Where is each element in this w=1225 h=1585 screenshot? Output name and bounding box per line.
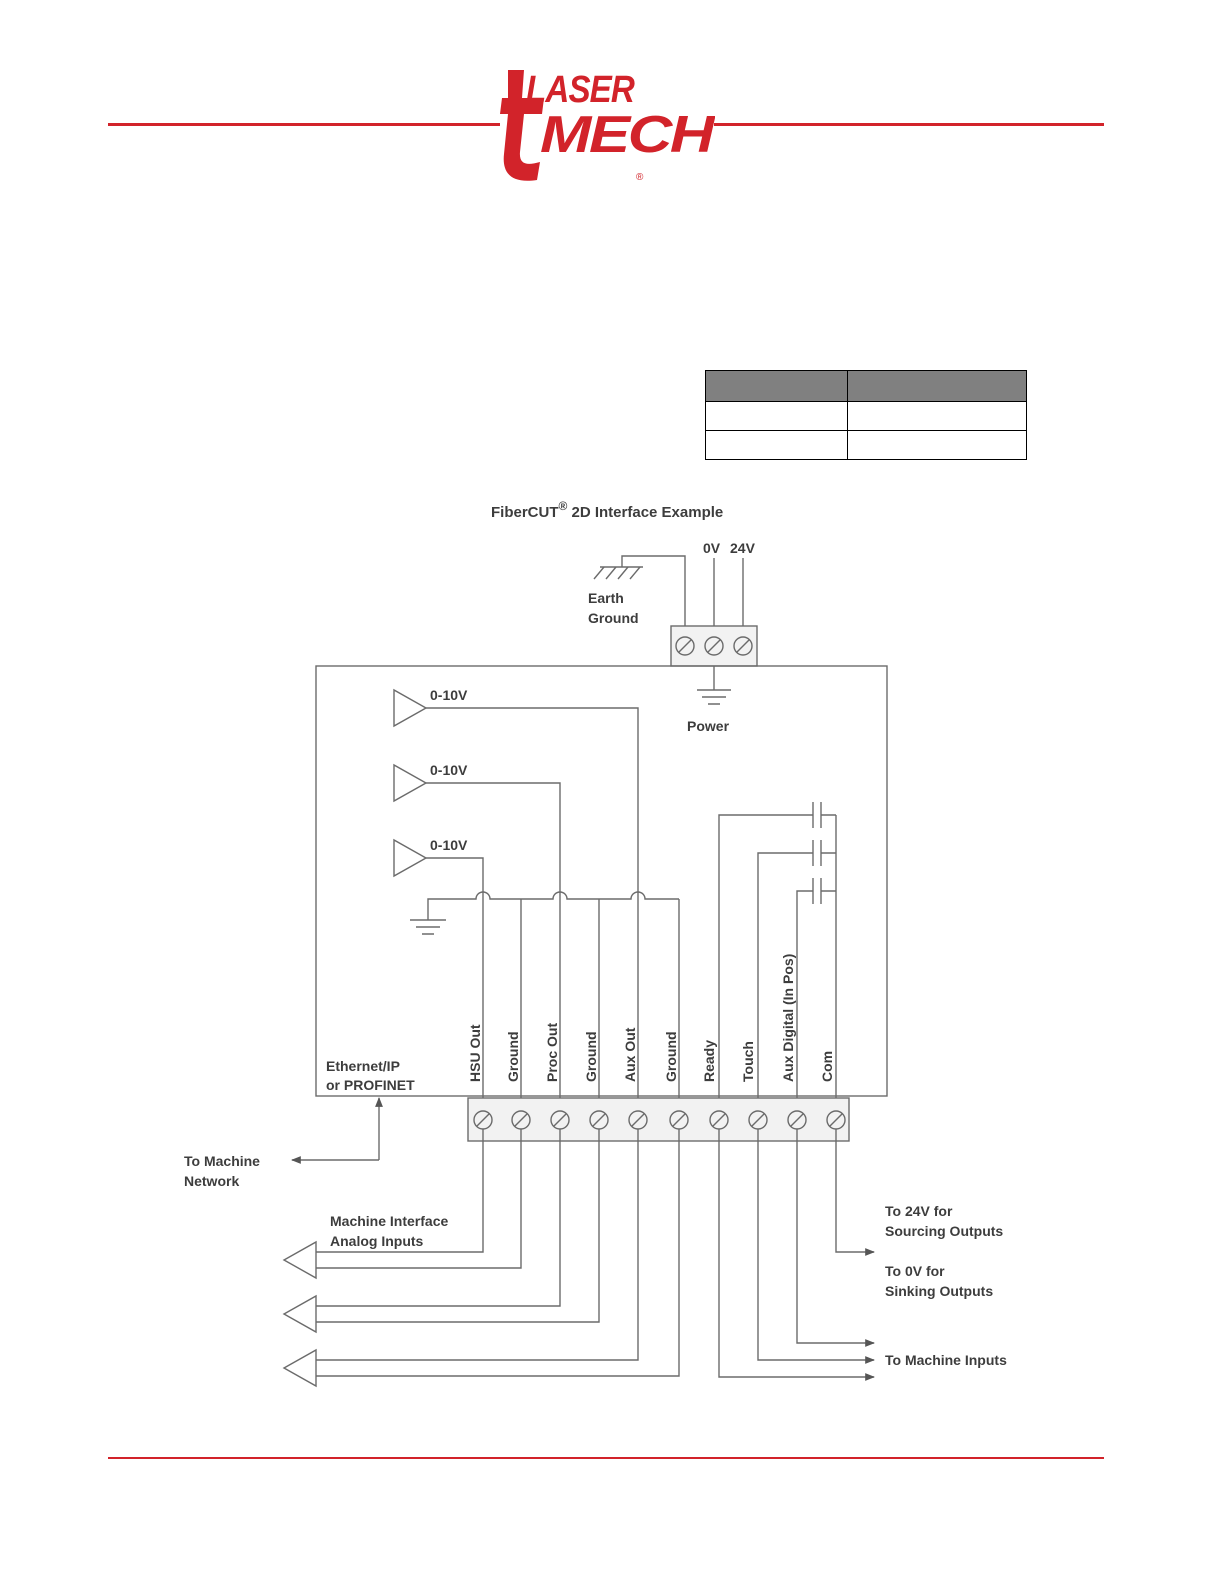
analog-dest-label-1: Machine Interface xyxy=(330,1213,448,1229)
com-dest-4: Sinking Outputs xyxy=(885,1283,993,1299)
wire-aux-to-machine xyxy=(316,1129,639,1361)
network-label-2: or PROFINET xyxy=(326,1077,415,1093)
wire-ready xyxy=(718,814,813,1118)
terminal-label-aux-out: Aux Out xyxy=(622,1027,638,1082)
network-dest-2: Network xyxy=(184,1173,239,1189)
terminal-label-ready: Ready xyxy=(701,1040,717,1082)
wire-gnd1-to-machine xyxy=(316,1129,522,1269)
controller-enclosure xyxy=(315,665,888,1097)
terminal-label-touch: Touch xyxy=(740,1041,756,1082)
wire-proc-to-machine xyxy=(316,1129,561,1307)
io-terminal-strip xyxy=(467,1097,850,1142)
table-cell xyxy=(847,430,1027,460)
wire-gnd2-to-machine xyxy=(316,1129,600,1323)
terminal-label-com: Com xyxy=(819,1051,835,1082)
table-cell xyxy=(705,430,848,460)
machine-analog-input-icons xyxy=(282,1240,317,1388)
power-label: Power xyxy=(687,718,730,734)
relay-contacts-icon xyxy=(812,802,836,904)
wire-source-2 xyxy=(426,782,561,1118)
earth-ground-icon xyxy=(593,566,643,580)
logo-registered-mark: ® xyxy=(636,172,644,183)
analog-source-3-icon xyxy=(393,838,428,878)
diagram-title-mark: ® xyxy=(559,499,568,513)
diagram-title-rest: 2D Interface Example xyxy=(567,504,723,521)
logo-line1: LASER xyxy=(526,69,635,111)
table-row xyxy=(705,401,1027,431)
table-header-cell xyxy=(705,370,848,402)
analog-source-3-label: 0-10V xyxy=(430,837,468,853)
terminal-label-ground-1: Ground xyxy=(505,1031,521,1082)
wire-com-out xyxy=(835,1129,875,1256)
wire-aux-digital-out xyxy=(796,1129,875,1347)
com-dest-1: To 24V for xyxy=(885,1203,953,1219)
terminal-label-hsu-out: HSU Out xyxy=(467,1024,483,1082)
earth-label-1: Earth xyxy=(588,590,624,606)
wire-aux-digital xyxy=(796,890,813,1118)
earth-label-2: Ground xyxy=(588,610,639,626)
wire-earth xyxy=(621,555,686,638)
analog-source-2-icon xyxy=(393,763,428,803)
analog-source-1-label: 0-10V xyxy=(430,687,468,703)
wire-source-1 xyxy=(426,707,639,1118)
network-dest-1: To Machine xyxy=(184,1153,260,1169)
wire-ground-bus xyxy=(427,891,679,920)
terminal-label-ground-2: Ground xyxy=(583,1031,599,1082)
footer-rule xyxy=(108,1457,1104,1459)
header-rule-right xyxy=(714,123,1104,126)
terminal-label-ground-3: Ground xyxy=(663,1031,679,1082)
network-label-1: Ethernet/IP xyxy=(326,1058,400,1074)
com-dest-3: To 0V for xyxy=(885,1263,945,1279)
analog-source-1-icon xyxy=(393,688,428,728)
diagram-title-brand: FiberCUT xyxy=(491,504,559,521)
table-header-cell xyxy=(847,370,1027,402)
logo-line2: MECH xyxy=(540,106,715,164)
com-dest-2: Sourcing Outputs xyxy=(885,1223,1003,1239)
terminal-label-proc-out: Proc Out xyxy=(544,1023,560,1082)
wire-hsu-to-machine xyxy=(316,1129,484,1253)
wire-touch-out xyxy=(757,1129,875,1364)
terminal-label-aux-digital: Aux Digital (In Pos) xyxy=(780,954,796,1082)
logo-t-shape xyxy=(500,70,544,181)
power-screw-terminals xyxy=(675,636,753,656)
table-cell xyxy=(705,401,848,431)
supply-label-0v: 0V xyxy=(703,540,721,556)
spec-table xyxy=(705,370,1027,460)
supply-label-24v: 24V xyxy=(730,540,756,556)
wire-gnd3-to-machine xyxy=(316,1129,680,1377)
table-cell xyxy=(847,401,1027,431)
analog-dest-label-2: Analog Inputs xyxy=(330,1233,424,1249)
diagram-title: FiberCUT® 2D Interface Example xyxy=(491,499,723,521)
inputs-dest-label: To Machine Inputs xyxy=(885,1352,1007,1368)
lasermech-logo: LASER MECH ® xyxy=(500,69,715,183)
analog-source-2-label: 0-10V xyxy=(430,762,468,778)
wire-ready-out xyxy=(718,1129,875,1381)
wire-source-3 xyxy=(426,857,484,1118)
signal-ground-icon xyxy=(410,919,446,935)
table-header-row xyxy=(705,370,1027,402)
wire-touch xyxy=(757,852,813,1118)
header-rule-left xyxy=(108,123,500,126)
table-row xyxy=(705,430,1027,460)
power-ground-icon xyxy=(697,666,731,705)
